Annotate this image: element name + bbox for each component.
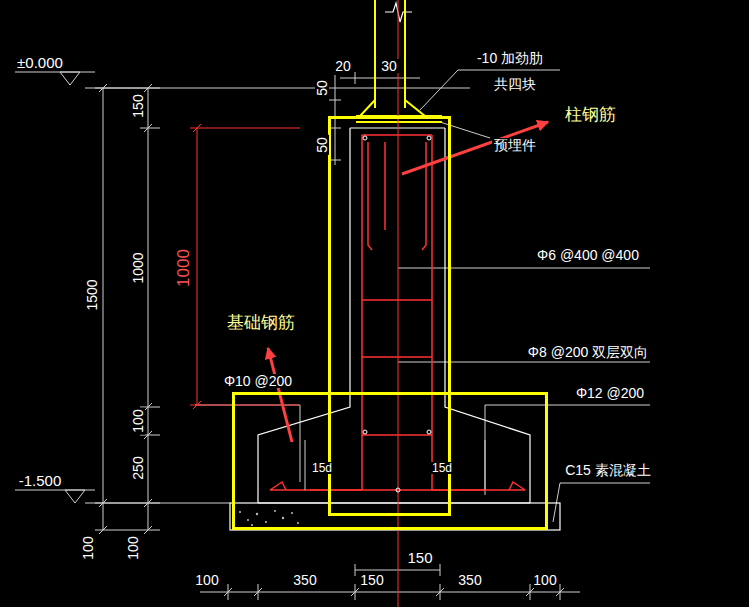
drawing-line (297, 522, 299, 524)
vertical-dimension: 100 (81, 534, 95, 561)
drawing-line (305, 440, 485, 490)
drawing-label: Φ8 @200 双层双向 (526, 345, 650, 359)
drawing-line (230, 503, 560, 530)
drawing-line (360, 100, 425, 116)
concrete-outline (230, 3, 560, 530)
zone-heading: 基础钢筋 (225, 313, 297, 333)
drawing-line (99, 84, 152, 534)
vertical-dimension: 100 (131, 407, 145, 434)
vertical-dimension: 250 (131, 454, 145, 481)
drawing-line (239, 511, 241, 513)
drawing-line (195, 268, 650, 495)
drawing-line (190, 124, 300, 409)
drawing-label: 15d (310, 462, 334, 474)
vertical-dimension: 100 (126, 534, 140, 561)
vertical-dimension: 50 (315, 78, 329, 98)
drawing-label: 30 (379, 59, 399, 73)
dimension-1000 (190, 124, 300, 409)
drawing-line (368, 142, 426, 250)
drawing-line (15, 490, 95, 503)
drawing-line (427, 430, 431, 434)
drawing-line (268, 348, 292, 442)
drawing-line (15, 72, 95, 85)
drawing-line (270, 482, 525, 490)
vertical-dimension: 1500 (85, 277, 99, 312)
rebar (270, 0, 525, 607)
concrete-hatch (239, 510, 299, 526)
rebar-zone-box: 基础钢筋 (232, 392, 548, 530)
drawing-line (375, 0, 405, 108)
vertical-dimension: 150 (131, 92, 145, 119)
drawing-line (362, 135, 432, 435)
drawing-label: 350 (456, 573, 483, 587)
drawing-label: ±0.000 (15, 55, 65, 70)
drawing-line (363, 136, 367, 140)
drawing-line (310, 135, 485, 490)
drawing-label: 15d (430, 462, 454, 474)
drawing-label: Φ6 @400 @400 (535, 248, 641, 262)
drawing-line (282, 517, 284, 519)
drawing-line (553, 483, 650, 522)
rebar-zone-box: 柱钢筋 (328, 116, 451, 516)
drawing-line (251, 524, 253, 526)
drawing-line (200, 584, 580, 600)
drawing-line (103, 88, 148, 530)
drawing-label: -1.500 (17, 473, 64, 488)
vertical-dimension: 1000 (131, 250, 145, 285)
drawing-label: 共四块 (492, 77, 538, 91)
drawing-line (265, 521, 267, 523)
drawing-label: C15 素混凝土 (563, 463, 653, 477)
vertical-dimension: 1000 (175, 247, 192, 289)
drawing-line (256, 513, 258, 515)
drawing-line (95, 88, 160, 530)
drawing-line (291, 512, 293, 514)
drawing-line (247, 519, 249, 521)
drawing-label: 150 (358, 573, 385, 587)
zone-heading: 柱钢筋 (563, 105, 618, 125)
drawing-line (274, 510, 276, 512)
drawing-label: 100 (193, 573, 220, 587)
rebar-dots (363, 136, 431, 492)
drawing-line (427, 136, 431, 140)
drawing-line (363, 430, 367, 434)
drawing-line (396, 488, 400, 492)
steel-column (356, 0, 442, 122)
drawing-label: 150 (405, 550, 434, 565)
vertical-dimension: 50 (315, 135, 329, 155)
drawing-label: Φ10 @200 (222, 374, 294, 388)
drawing-label: 预埋件 (492, 138, 538, 152)
drawing-label: 20 (333, 59, 353, 73)
drawing-label: -10 加劲肋 (475, 51, 545, 65)
drawing-line (340, 72, 420, 84)
drawing-line (402, 122, 548, 174)
dimension-lines (15, 70, 650, 600)
drawing-label: Φ12 @200 (574, 386, 646, 400)
drawing-line (224, 588, 564, 596)
drawing-label: 100 (531, 573, 558, 587)
drawing-line (258, 128, 530, 503)
drawing-label: 350 (291, 573, 318, 587)
